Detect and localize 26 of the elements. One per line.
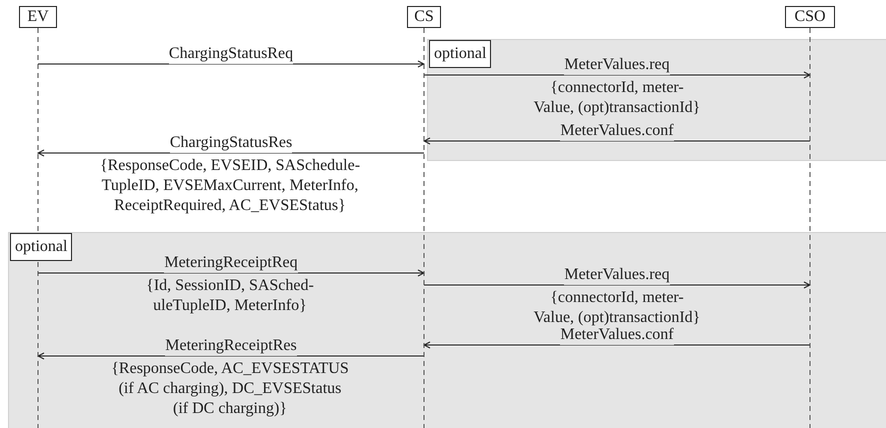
message-arrow [38,270,424,276]
message-label: MeterValues.req [564,55,670,75]
fragment-label: optional [429,40,492,68]
message-label: MeterValues.conf [560,121,674,141]
participant-box: CS [407,6,441,28]
message-arrow [38,60,424,68]
message-arrow [424,138,810,144]
fragment-label: optional [10,233,72,261]
message-arrow [38,150,424,156]
message-parameters: {ResponseCode, EVSEID, SASchedule- TupleID, EVSEMaxCurrent, MeterInfo, ReceiptRequired, AC_EVSEStatus} [98,156,362,216]
message-label: ChargingStatusRes [170,133,292,153]
message-arrow [424,282,810,288]
message-label: MeterValues.req [564,265,670,285]
participant-box: CSO [785,6,835,28]
message-parameters: {ResponseCode, AC_EVSESTATUS (if AC charging), DC_EVSEStatus (if DC charging)} [110,359,350,419]
message-parameters: {connectorId, meter- Value, (opt)transactionId} [532,288,702,328]
message-label: MeteringReceiptRes [165,336,297,356]
message-arrow [38,352,424,360]
message-parameters: {connectorId, meter- Value, (opt)transactionId} [532,78,702,118]
participant-box: EV [19,6,57,28]
message-parameters: {Id, SessionID, SASched- uleTupleID, MeterInfo} [145,276,315,316]
message-label: MeterValues.conf [560,325,674,345]
message-arrow [424,342,810,348]
message-arrow [424,72,810,78]
message-label: ChargingStatusReq [168,44,294,64]
message-label: MeteringReceiptReq [164,253,298,273]
